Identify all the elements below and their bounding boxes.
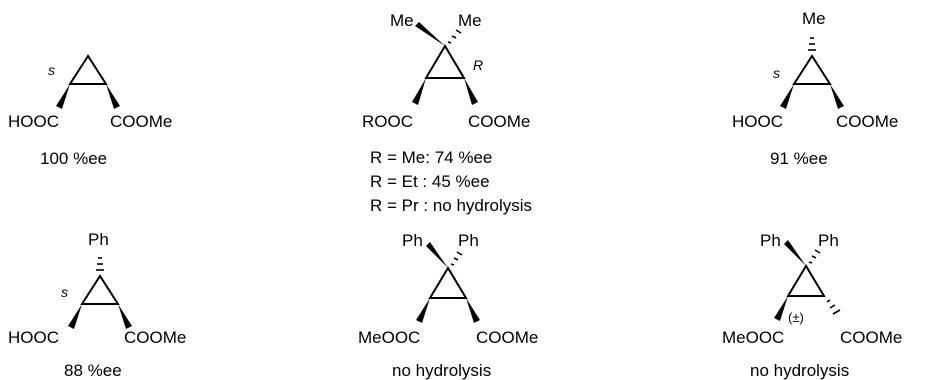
hash-bond [456, 251, 463, 256]
result-label: R = Me: 74 %ee [370, 148, 492, 167]
ring-bond [428, 266, 468, 299]
atom-COOMe: COOMe [124, 328, 186, 347]
wedge-bond [830, 84, 844, 109]
atom-HOOC: HOOC [732, 112, 783, 131]
stereo-label-s: s [61, 284, 68, 300]
wedge-bond [426, 242, 448, 268]
atom-HOOC: HOOC [8, 112, 59, 131]
wedge-bond [415, 22, 445, 46]
atom-Me: Me [390, 11, 414, 30]
atom-COOMe: COOMe [110, 112, 172, 131]
atom-ROOC: ROOC [362, 112, 413, 131]
compound-1: s HOOC COOMe 100 %ee [8, 54, 172, 168]
hash-bond [455, 29, 462, 34]
atom-Me: Me [802, 9, 826, 28]
compound-6: Ph Ph (±) MeOOC COOMe no hydrolysis [722, 231, 902, 380]
wedge-bond [412, 78, 426, 105]
wedge-bond [774, 296, 788, 321]
wedge-bond [780, 84, 794, 109]
hash-bond [451, 35, 457, 39]
ring-bond [424, 44, 466, 79]
atom-Ph: Ph [88, 230, 109, 249]
wedge-bond [466, 298, 480, 323]
compound-2: Me Me R ROOC COOMe R = Me: 74 %ee R = Et… [362, 11, 532, 215]
ring-bond [68, 54, 108, 85]
result-label: 100 %ee [40, 149, 107, 168]
stereo-label-s: s [48, 62, 55, 78]
result-label: R = Et : 45 %ee [370, 172, 490, 191]
ring-bond [792, 54, 832, 85]
atom-COOMe: COOMe [836, 112, 898, 131]
wedge-bond [118, 304, 132, 329]
wedge-bond [56, 84, 70, 109]
hash-bond [450, 263, 455, 266]
atom-Ph: Ph [402, 231, 423, 250]
wedge-bond [784, 240, 806, 266]
atom-Ph: Ph [458, 231, 479, 250]
wedge-bond [106, 84, 120, 109]
wedge-bond [416, 298, 430, 323]
hash-bond [832, 309, 841, 315]
result-label: R = Pr : no hydrolysis [370, 196, 532, 215]
ring-bond [80, 274, 120, 305]
hash-bond [826, 299, 831, 303]
stereo-label-s: s [773, 65, 780, 81]
compound-3: Me s HOOC COOMe 91 %ee [732, 9, 898, 168]
atom-HOOC: HOOC [8, 328, 59, 347]
hash-bond [447, 41, 452, 44]
wedge-bond [68, 304, 82, 329]
stereo-label-R: R [473, 57, 483, 73]
atom-Me: Me [458, 11, 482, 30]
hash-bond [829, 304, 836, 309]
compound-5: Ph Ph MeOOC COOMe no hydrolysis [358, 231, 538, 380]
atom-Ph: Ph [818, 231, 839, 250]
hash-bond [808, 261, 813, 264]
hash-bond [811, 255, 817, 259]
hash-bond [453, 257, 459, 261]
atom-COOMe: COOMe [476, 328, 538, 347]
atom-COOMe: COOMe [840, 328, 902, 347]
wedge-bond [464, 78, 478, 105]
stereo-label-racemic: (±) [788, 310, 804, 325]
hash-bond [814, 249, 821, 254]
result-label: no hydrolysis [750, 361, 849, 380]
result-label: 88 %ee [64, 361, 122, 380]
atom-COOMe: COOMe [468, 112, 530, 131]
atom-MeOOC: MeOOC [722, 328, 784, 347]
result-label: no hydrolysis [392, 361, 491, 380]
result-label: 91 %ee [770, 149, 828, 168]
compound-4: Ph s HOOC COOMe 88 %ee [8, 230, 186, 380]
ring-bond [786, 264, 826, 297]
atom-MeOOC: MeOOC [358, 328, 420, 347]
atom-Ph: Ph [760, 231, 781, 250]
